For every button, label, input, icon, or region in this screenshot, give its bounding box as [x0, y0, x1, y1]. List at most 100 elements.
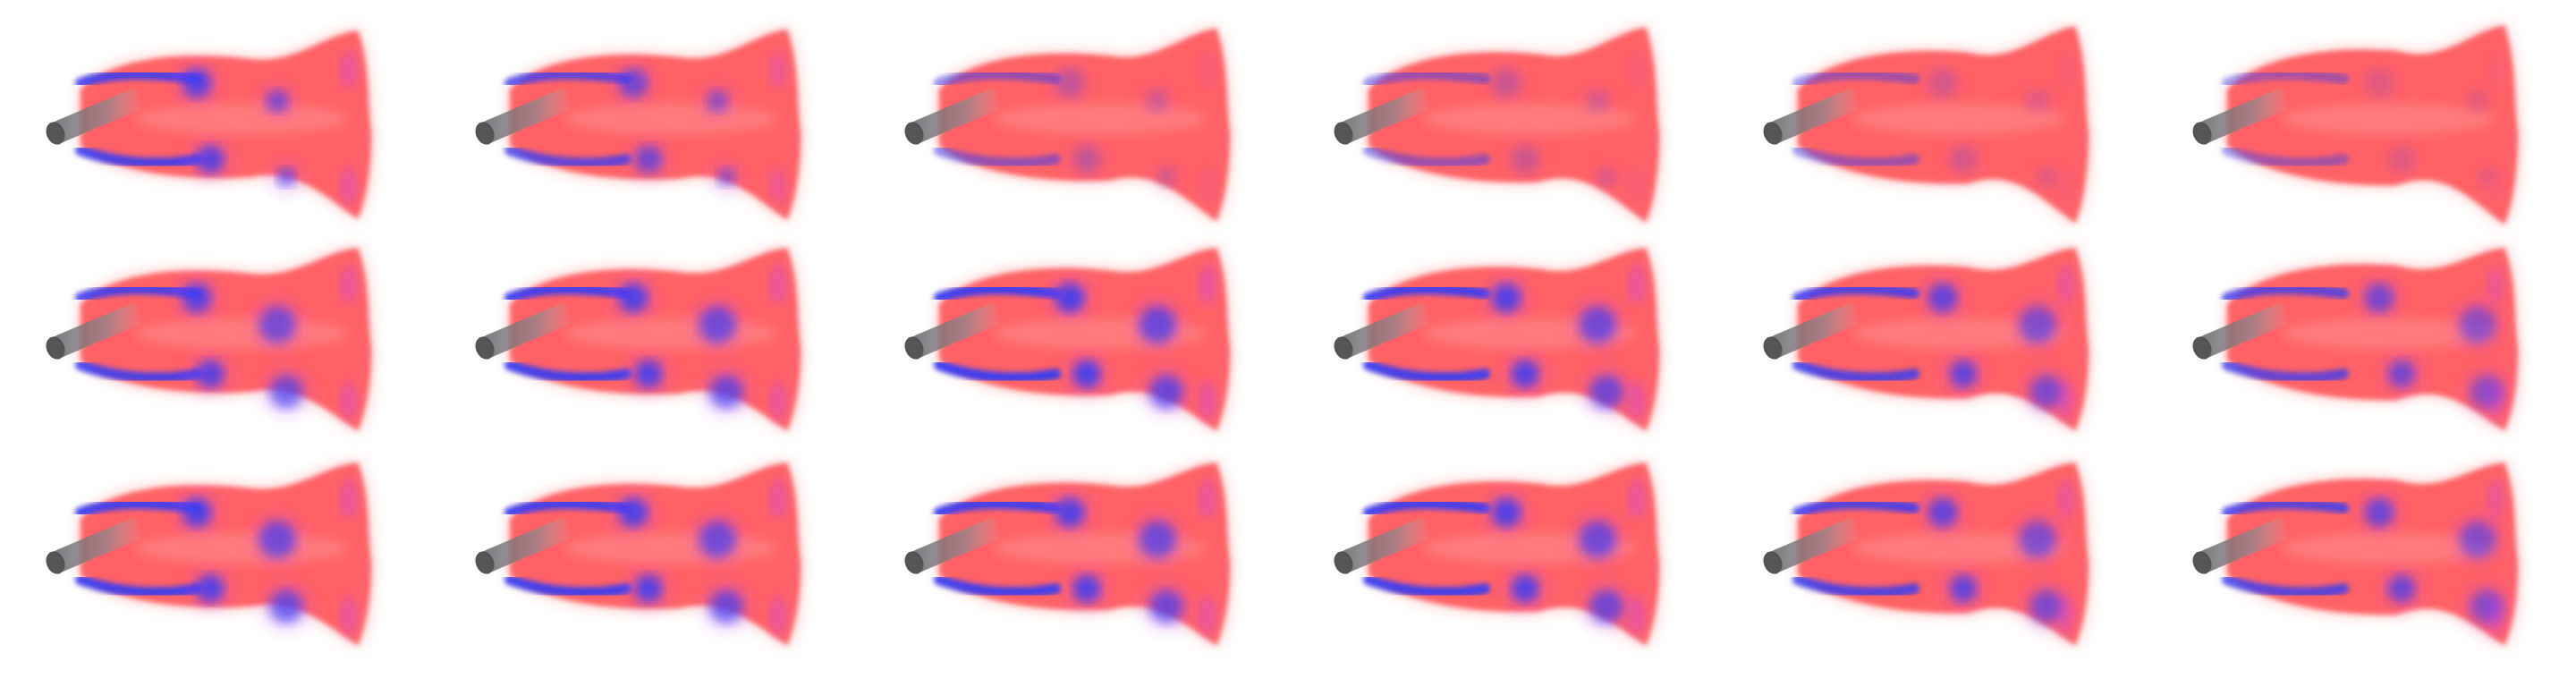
- plume-streak: [134, 532, 349, 564]
- vortex-core: [1950, 575, 1977, 602]
- plume-streak: [564, 103, 778, 135]
- vortex-core: [710, 376, 742, 408]
- vortex-core: [1590, 376, 1623, 408]
- trailing-vortex: [2057, 381, 2075, 420]
- vortex-core: [1590, 590, 1623, 623]
- plume-streak: [1852, 103, 2066, 135]
- trailing-vortex: [2487, 50, 2504, 89]
- plume-streak: [1852, 318, 2066, 350]
- vortex-core: [619, 284, 648, 312]
- cylinder-shaft: [1767, 517, 1862, 572]
- cylinder-end-cap: [1334, 336, 1353, 360]
- cylinder-shaft: [2197, 302, 2292, 358]
- shear-layer-bottom: [2222, 574, 2349, 598]
- trailing-vortex: [1628, 50, 1646, 89]
- vortex-core: [277, 168, 295, 186]
- vortex-core: [1055, 284, 1084, 312]
- plume-streak: [134, 318, 349, 350]
- flow-panel-r3-c3: [904, 462, 1230, 646]
- vortex-core: [259, 522, 295, 557]
- shear-layer-top: [1792, 69, 1919, 89]
- flow-panel-r3-c5: [1763, 462, 2089, 646]
- shear-layer-bottom: [1363, 145, 1490, 169]
- vortex-core: [197, 360, 224, 387]
- shear-layer-top: [1792, 284, 1919, 303]
- vortex-core: [2020, 307, 2055, 343]
- cylinder-shaft: [479, 302, 574, 358]
- trailing-vortex: [769, 596, 787, 635]
- cylinder-end-cap: [904, 551, 924, 574]
- vortex-core: [2027, 90, 2048, 112]
- vortex-core: [2460, 522, 2496, 557]
- vortex-core: [1492, 498, 1521, 527]
- plume-streak: [1852, 532, 2066, 564]
- trailing-vortex: [2057, 166, 2075, 206]
- trailing-vortex: [2057, 265, 2075, 304]
- flow-panel-r1-c3: [904, 28, 1230, 222]
- flow-panel-r2-c5: [1763, 248, 2089, 431]
- shear-layer-bottom: [934, 145, 1061, 169]
- vortex-core: [1597, 168, 1615, 186]
- flow-panel-r1-c1: [46, 30, 371, 219]
- vortex-core: [1055, 69, 1084, 98]
- plume-streak: [2281, 318, 2496, 350]
- vortex-core: [1055, 498, 1084, 527]
- trailing-vortex: [1628, 596, 1646, 635]
- shear-layer-bottom: [1363, 360, 1490, 384]
- vortex-core: [267, 90, 288, 112]
- trailing-vortex: [1199, 596, 1216, 635]
- cylinder-end-cap: [2192, 122, 2212, 145]
- flow-panel-r1-c2: [475, 29, 801, 221]
- vortex-core: [699, 307, 735, 343]
- panels-layer: [46, 25, 2518, 646]
- flow-panel-r3-c6: [2192, 462, 2518, 646]
- shear-layer-bottom: [504, 360, 631, 384]
- plume-streak: [134, 103, 349, 135]
- trailing-vortex: [2487, 265, 2504, 304]
- shear-layer-top: [1363, 284, 1490, 303]
- cylinder-shaft: [2197, 517, 2292, 572]
- vortex-core: [1073, 146, 1100, 173]
- cylinder-end-cap: [2192, 551, 2212, 574]
- vortex-core: [2365, 284, 2394, 312]
- trailing-vortex: [340, 381, 358, 420]
- trailing-vortex: [1628, 479, 1646, 519]
- vortex-core: [707, 90, 728, 112]
- trailing-vortex: [1199, 166, 1216, 206]
- vortex-core: [1140, 522, 1175, 557]
- flow-panel-r3-c2: [475, 462, 801, 646]
- vortex-core: [1512, 575, 1538, 602]
- trailing-vortex: [340, 50, 358, 89]
- flow-panel-r2-c2: [475, 248, 801, 431]
- vortex-core: [1492, 69, 1521, 98]
- vortex-core: [1950, 146, 1977, 173]
- cylinder-end-cap: [475, 551, 495, 574]
- trailing-vortex: [1628, 381, 1646, 420]
- vortex-core: [1150, 590, 1182, 623]
- trailing-vortex: [1199, 479, 1216, 519]
- vortex-core: [1512, 146, 1538, 173]
- vortex-core: [1073, 575, 1100, 602]
- cylinder-shaft: [50, 517, 145, 572]
- plume-streak: [564, 318, 778, 350]
- cylinder-end-cap: [2192, 336, 2212, 360]
- flow-panel-r1-c5: [1763, 26, 2089, 224]
- vortex-core: [2030, 376, 2063, 408]
- cylinder-shaft: [50, 302, 145, 358]
- vortex-core: [1492, 284, 1521, 312]
- cylinder-end-cap: [1763, 551, 1783, 574]
- trailing-vortex: [340, 166, 358, 206]
- cylinder-end-cap: [1334, 122, 1353, 145]
- cylinder-shaft: [2197, 88, 2292, 143]
- shear-layer-top: [2222, 69, 2349, 89]
- vortex-core: [2365, 498, 2394, 527]
- vortex-core: [197, 575, 224, 602]
- vortex-core: [1157, 168, 1175, 186]
- cylinder-shaft: [479, 517, 574, 572]
- shear-layer-top: [934, 284, 1061, 303]
- trailing-vortex: [769, 265, 787, 304]
- vortex-core: [710, 590, 742, 623]
- flow-panel-r2-c1: [46, 248, 371, 431]
- vortex-core: [270, 376, 302, 408]
- cylinder-shaft: [479, 88, 574, 143]
